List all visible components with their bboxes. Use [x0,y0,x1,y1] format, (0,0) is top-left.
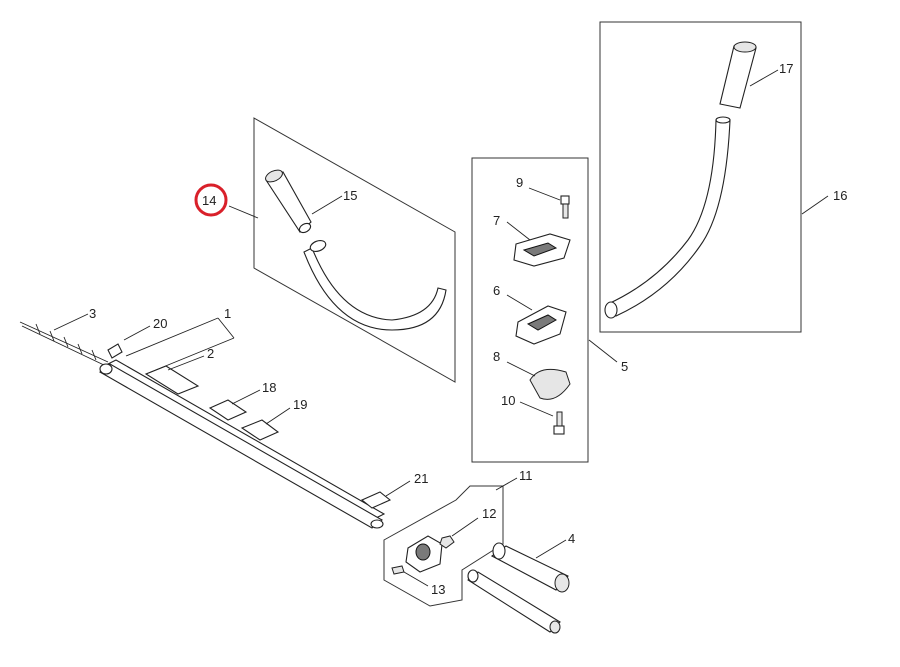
clamp-panel [471,157,589,463]
label-20: 20 [153,316,167,331]
label-3: 3 [89,306,96,321]
leader-lines [53,69,829,587]
label-16: 16 [833,188,847,203]
label-2: 2 [207,346,214,361]
label-5: 5 [621,359,628,374]
handle-panel [253,117,456,383]
part-labels: 1 2 3 4 5 6 7 8 9 10 11 12 13 14 15 16 1… [89,61,847,597]
label-18: 18 [262,380,276,395]
label-12: 12 [482,506,496,521]
label-9: 9 [516,175,523,190]
shaft-assembly [19,321,570,634]
label-19: 19 [293,397,307,412]
handlebar-panel [599,21,802,333]
label-11: 11 [519,468,533,483]
label-21: 21 [414,471,428,486]
label-1: 1 [224,306,231,321]
label-6: 6 [493,283,500,298]
highlight-circle [194,183,228,217]
label-17: 17 [779,61,793,76]
label-14: 14 [202,193,216,208]
label-10: 10 [501,393,515,408]
label-7: 7 [493,213,500,228]
label-8: 8 [493,349,500,364]
label-15: 15 [343,188,357,203]
label-13: 13 [431,582,445,597]
label-4: 4 [568,531,575,546]
